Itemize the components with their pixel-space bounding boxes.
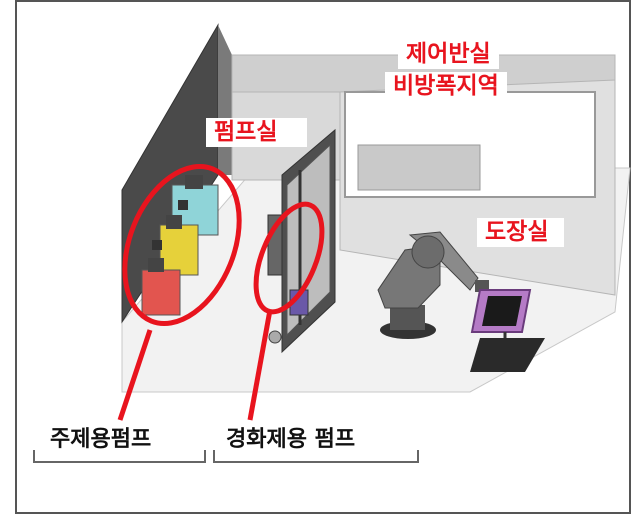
target-stand-base [470,338,545,372]
hardener-pump-leader [247,309,273,421]
painting-robot [377,231,489,339]
main-pump-leader [117,329,153,421]
control-room-label: 제어반실 [398,40,499,69]
pump-yellow [159,224,199,276]
painting-room-label: 도장실 [477,218,565,247]
pump-red [141,269,181,316]
hardener-pump-bracket [213,450,419,463]
non-explosion-zone-label: 비방폭지역 [385,72,507,101]
partition-door [286,143,331,337]
main-pump-caption: 주제용펌프 [44,425,158,455]
main-pump-callout [122,164,242,326]
main-pump-bracket [33,450,206,463]
hardener-pump-caption: 경화제용 펌프 [220,425,362,455]
pump-room-label: 펌프실 [206,118,308,147]
control-cabinet [357,144,481,191]
